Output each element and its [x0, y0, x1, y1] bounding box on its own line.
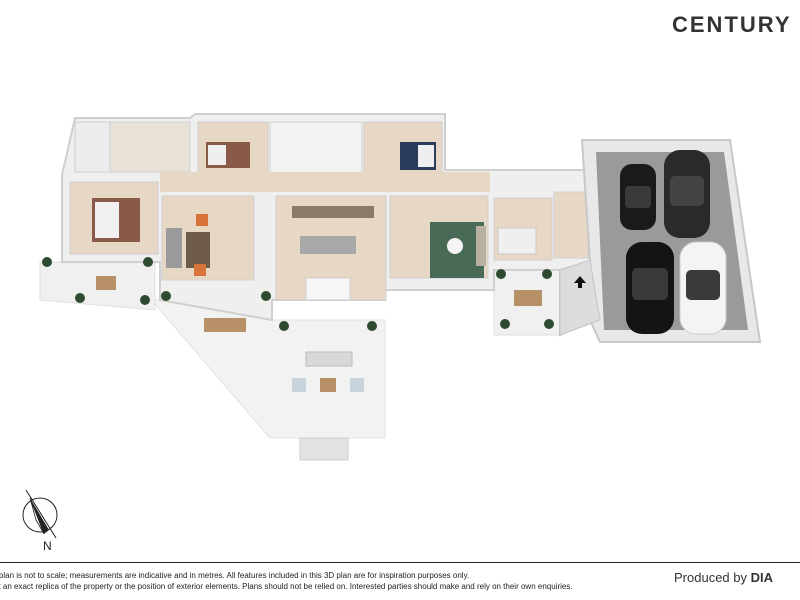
- outdoor-sofa: [305, 351, 353, 367]
- patio-table: [96, 276, 116, 290]
- hallway: [160, 172, 490, 192]
- ensuite: [74, 121, 111, 173]
- compass-icon: [22, 489, 58, 539]
- kitchen-island: [300, 236, 356, 254]
- living-rug: [186, 232, 210, 268]
- plant: [500, 319, 510, 329]
- bed-2-linen: [208, 145, 226, 165]
- plant: [261, 291, 271, 301]
- car-2: [664, 150, 710, 238]
- entry: [553, 191, 589, 259]
- disclaimer-line-2: ot an exact replica of the property or t…: [0, 582, 573, 591]
- plant: [544, 319, 554, 329]
- plant: [542, 269, 552, 279]
- outdoor-chair-1: [292, 378, 306, 392]
- disclaimer: r plan is not to scale; measurements are…: [0, 570, 640, 592]
- car-3: [626, 242, 674, 334]
- bed-4: [497, 227, 537, 255]
- plant: [367, 321, 377, 331]
- living-sofa: [166, 228, 182, 268]
- car-4: [679, 241, 727, 335]
- coffee-table: [447, 238, 463, 254]
- plant: [496, 269, 506, 279]
- produced-by-label: Produced by: [674, 570, 747, 585]
- footer-divider: [0, 562, 800, 563]
- courtyard-table: [514, 290, 542, 306]
- car-1: [620, 164, 656, 230]
- producer-logo: DIA: [750, 570, 774, 585]
- plant: [140, 295, 150, 305]
- bed-3-linen: [418, 145, 434, 167]
- kitchen-bench: [292, 206, 374, 218]
- walk-in-robe: [109, 121, 191, 173]
- outdoor-coffee-table: [320, 378, 336, 392]
- plant: [279, 321, 289, 331]
- fire-pit: [299, 437, 349, 461]
- family-sofa: [476, 226, 486, 266]
- plant: [161, 291, 171, 301]
- garage-entry-ramp: [559, 259, 601, 336]
- plant: [143, 257, 153, 267]
- armchair-1: [196, 214, 208, 226]
- producer-credit: Produced by DIA: [674, 570, 800, 585]
- plant: [42, 257, 52, 267]
- armchair-2: [194, 264, 206, 276]
- plant: [75, 293, 85, 303]
- bathroom: [269, 121, 363, 175]
- outdoor-dining-table: [204, 318, 246, 332]
- outdoor-chair-2: [350, 378, 364, 392]
- master-bed-linen: [95, 202, 119, 238]
- dining-table: [305, 277, 351, 301]
- disclaimer-line-1: r plan is not to scale; measurements are…: [0, 571, 470, 580]
- compass-north-label: N: [43, 539, 52, 553]
- up-arrow-icon: [574, 276, 586, 288]
- brand-logo: CENTURY: [672, 12, 792, 37]
